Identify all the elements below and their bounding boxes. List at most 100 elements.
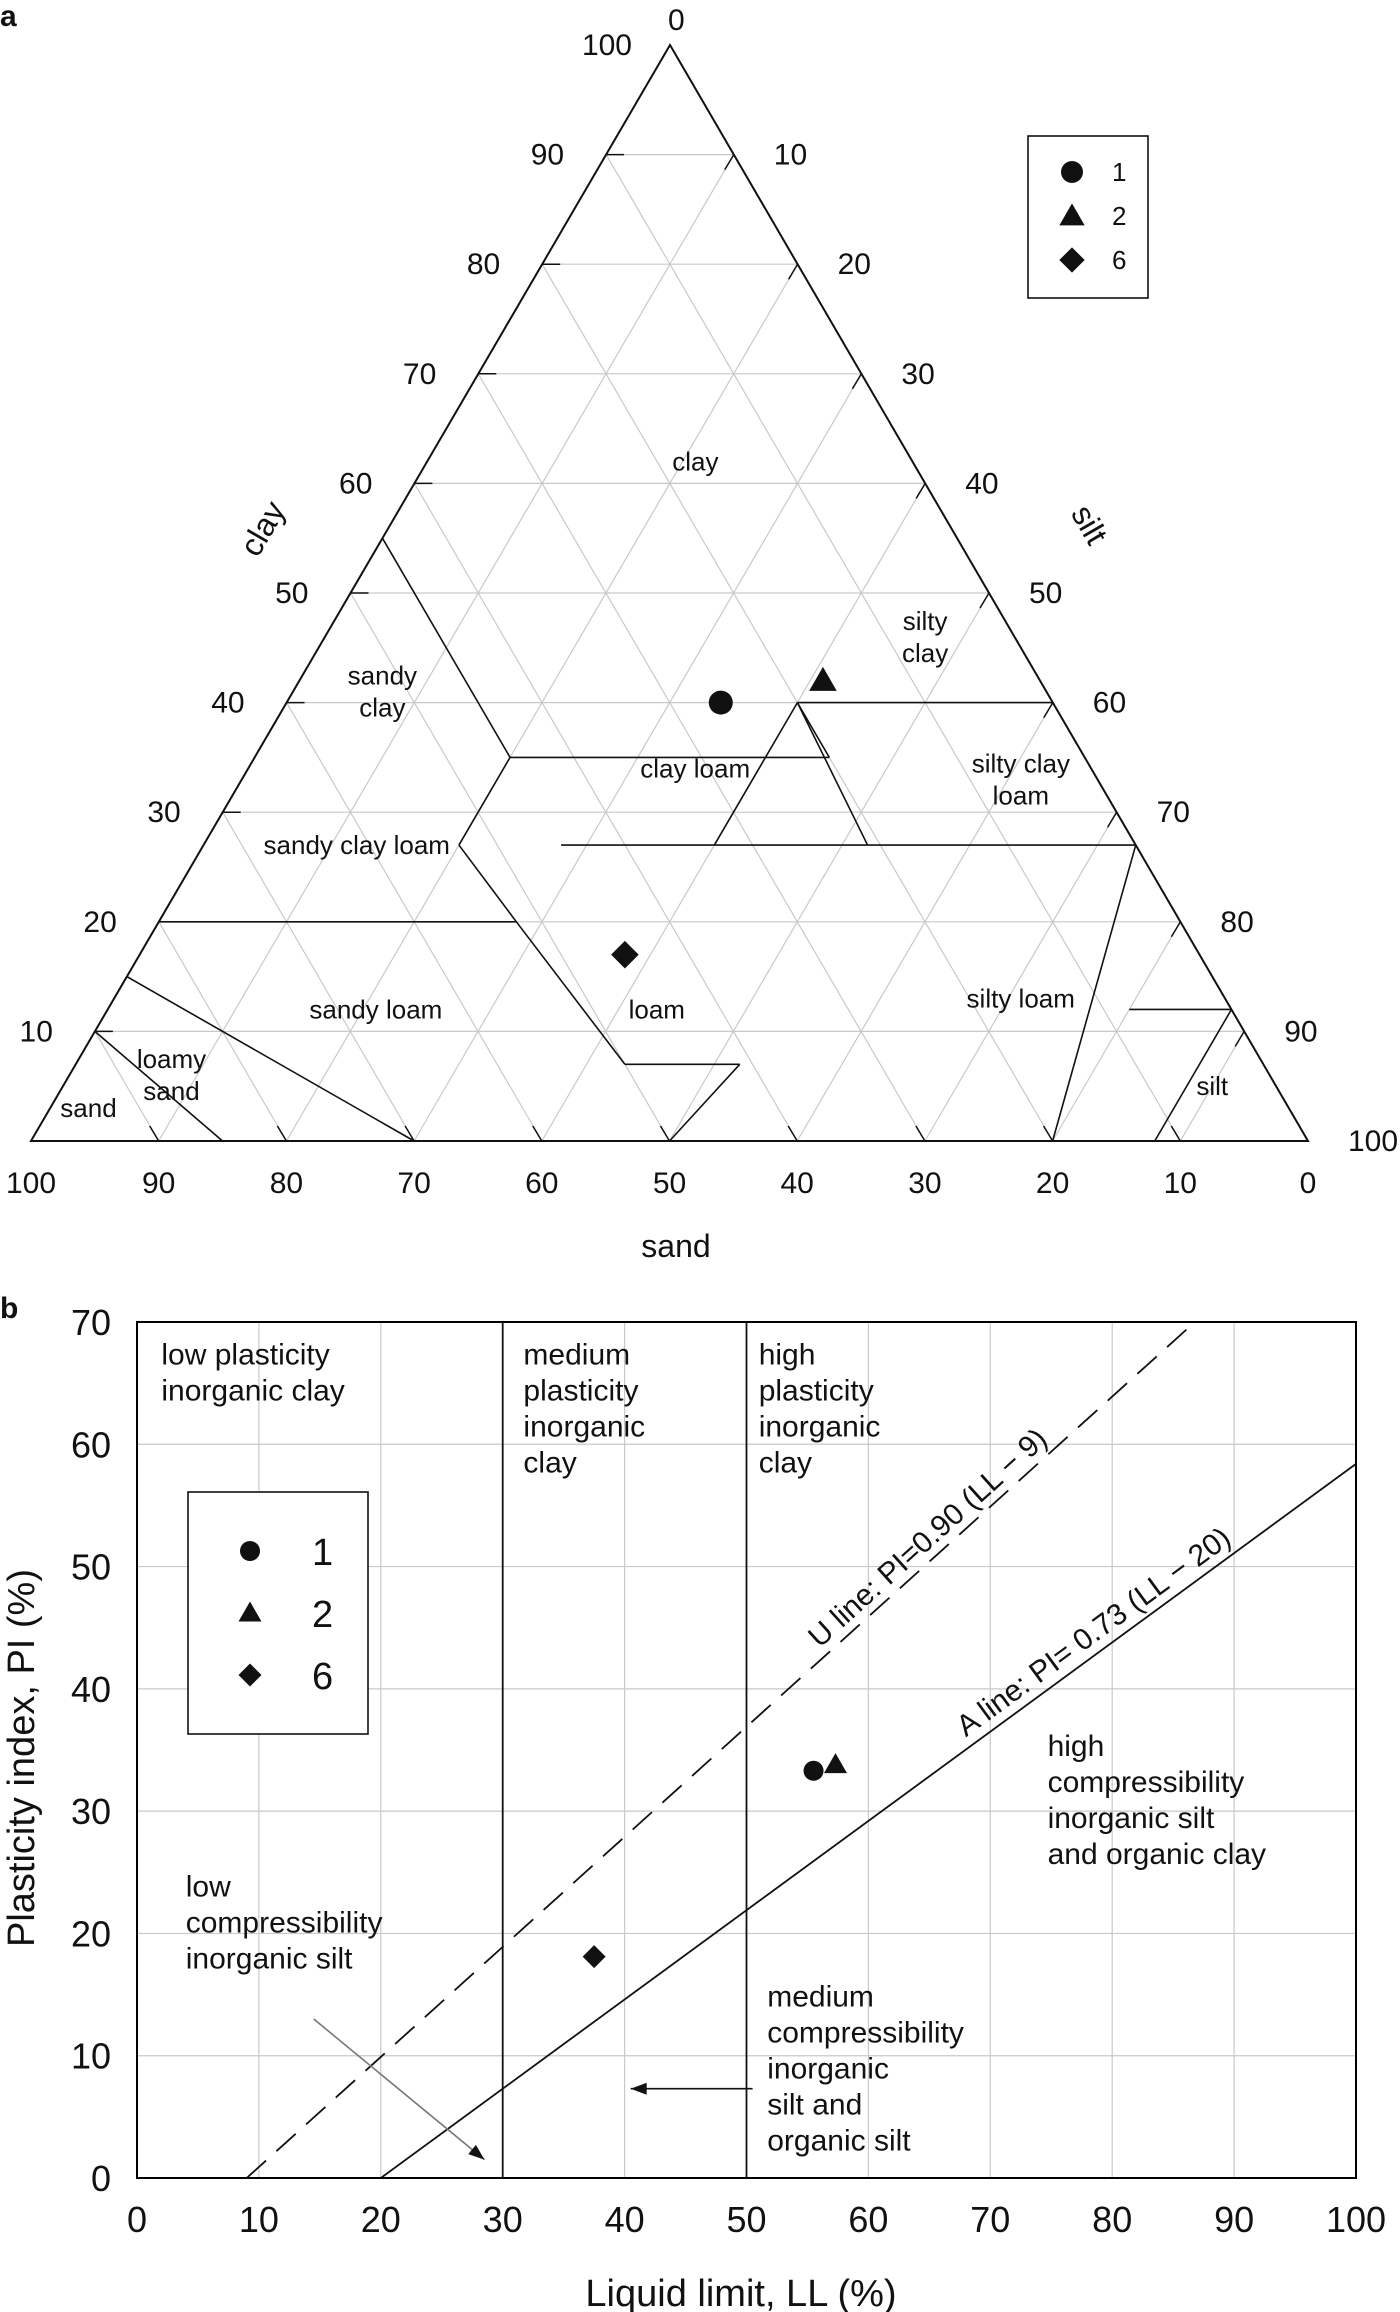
tick-silt-60: 60	[1093, 687, 1126, 720]
ternary-legend-marker-2	[1059, 203, 1085, 226]
grid-silt-80	[1052, 921, 1181, 1142]
region-boundary-6	[796, 702, 869, 846]
u-line	[246, 1321, 1196, 2179]
tick-clay-10: 10	[20, 1015, 53, 1048]
tick-sand-0: 100	[6, 1167, 56, 1200]
tick-mark-sand-50	[659, 1125, 671, 1142]
plasticity-points	[582, 1753, 847, 1969]
ternary-tick-labels: 0010010109020208030307040406050505060604…	[6, 4, 1398, 1200]
grid-sand-50	[349, 592, 671, 1142]
region-label-8-0: silty loam	[967, 984, 1075, 1014]
ternary-legend-label-2: 2	[1112, 201, 1126, 231]
tick-mark-silt-20	[787, 263, 799, 280]
ternary-legend-box	[1027, 135, 1149, 299]
a-line-label: A line: PI= 0.73 (LL − 20)	[951, 1521, 1237, 1743]
region-label-7-0: sandy loam	[309, 994, 442, 1024]
tick-sand-10: 90	[142, 1167, 175, 1200]
tick-mark-silt-40	[915, 483, 926, 499]
arrow-line-0	[313, 2018, 485, 2161]
tick-clay-90: 90	[531, 139, 564, 172]
plasticity-region-label-5-2: inorganic	[767, 2052, 889, 2085]
plasticity-region-label-2-2: inorganic	[759, 1410, 881, 1443]
tick-silt-100: 100	[1348, 1125, 1398, 1158]
x-tick-90: 90	[1214, 2199, 1254, 2240]
plasticity-region-label-2-0: high	[759, 1338, 816, 1371]
y-tick-40: 40	[71, 1669, 111, 1710]
y-tick-30: 30	[71, 1791, 111, 1832]
x-tick-100: 100	[1326, 2199, 1386, 2240]
region-label-9-0: loamy	[137, 1044, 206, 1074]
region-label-6-0: loam	[629, 994, 685, 1024]
plasticity-legend-marker-6	[238, 1663, 262, 1687]
ternary-legend-label-6: 6	[1112, 245, 1126, 275]
plasticity-region-label-1-0: medium	[523, 1338, 630, 1371]
plasticity-legend-label-1: 1	[312, 1532, 333, 1574]
tick-mark-sand-10	[149, 1125, 160, 1142]
tick-mark-silt-60	[1043, 702, 1054, 718]
u-line-label: U line: PI=0.90 (LL − 9)	[802, 1422, 1054, 1654]
plasticity-region-label-3-2: inorganic silt	[1048, 1802, 1215, 1835]
region-boundary-8	[1051, 844, 1137, 1142]
ternary-points	[611, 666, 837, 969]
tick-sand-90: 10	[1164, 1167, 1197, 1200]
tick-silt-0: 0	[668, 4, 685, 37]
region-label-4-1: loam	[993, 780, 1049, 810]
ternary-legend-label-1: 1	[1112, 157, 1126, 187]
plasticity-legend: 126	[187, 1491, 369, 1735]
arrow-head-0	[468, 2144, 485, 2160]
plasticity-region-label-5-3: silt and	[767, 2088, 862, 2121]
plasticity-legend-label-2: 2	[312, 1594, 333, 1636]
plasticity-region-label-1-3: clay	[523, 1446, 576, 1479]
region-boundary-9	[458, 756, 511, 846]
region-label-9-1: sand	[143, 1076, 199, 1106]
region-boundary-10	[458, 844, 518, 923]
tick-silt-10: 10	[774, 139, 807, 172]
region-label-10-0: sand	[60, 1093, 116, 1123]
plasticity-legend-marker-1	[240, 1541, 260, 1561]
region-label-1-1: clay	[359, 693, 405, 723]
tick-sand-80: 20	[1036, 1167, 1069, 1200]
region-label-1-0: sandy	[348, 661, 417, 691]
ternary-legend: 1 2 6	[1027, 135, 1149, 299]
y-tick-60: 60	[71, 1424, 111, 1465]
grid-silt-50	[668, 592, 990, 1142]
arrow-head-1	[630, 2082, 647, 2095]
region-label-11-0: silt	[1196, 1071, 1229, 1101]
tick-clay-20: 20	[83, 906, 116, 939]
plasticity-region-label-3-3: and organic clay	[1048, 1838, 1266, 1871]
tick-silt-80: 80	[1220, 906, 1253, 939]
region-boundary-4	[713, 702, 799, 846]
plasticity-region-label-4-0: low	[186, 1870, 231, 1903]
region-boundary-12	[515, 921, 626, 1065]
plasticity-region-label-1-1: plasticity	[523, 1374, 638, 1407]
plasticity-region-label-4-1: compressibility	[186, 1906, 383, 1939]
ternary-region-boundaries	[94, 537, 1233, 1142]
plasticity-point-6	[582, 1945, 606, 1969]
tick-clay-60: 60	[339, 467, 372, 500]
plasticity-point-1	[803, 1760, 824, 1781]
plasticity-legend-marker-2	[238, 1601, 262, 1622]
grid-sand-10	[605, 154, 1181, 1142]
y-tick-20: 20	[71, 1913, 111, 1954]
ternary-point-6	[611, 940, 639, 969]
tick-clay-100: 100	[582, 29, 632, 62]
tick-sand-40: 60	[525, 1167, 558, 1200]
region-boundary-17	[126, 975, 415, 1142]
tick-sand-30: 70	[397, 1167, 430, 1200]
tick-mark-sand-90	[1170, 1125, 1181, 1142]
plasticity-region-label-2-1: plasticity	[759, 1374, 874, 1407]
tick-mark-sand-60	[787, 1125, 798, 1142]
grid-silt-90	[1179, 1031, 1245, 1142]
x-tick-40: 40	[605, 2199, 645, 2240]
tick-mark-sand-80	[1042, 1125, 1054, 1142]
tick-mark-silt-50	[979, 592, 990, 609]
tick-silt-20: 20	[838, 248, 871, 281]
region-label-3-0: clay loam	[640, 753, 750, 783]
y-tick-70: 70	[71, 1302, 111, 1343]
x-tick-70: 70	[970, 2199, 1010, 2240]
axis-label-silt: silt	[1064, 499, 1115, 551]
tick-mark-silt-90	[1234, 1031, 1245, 1047]
